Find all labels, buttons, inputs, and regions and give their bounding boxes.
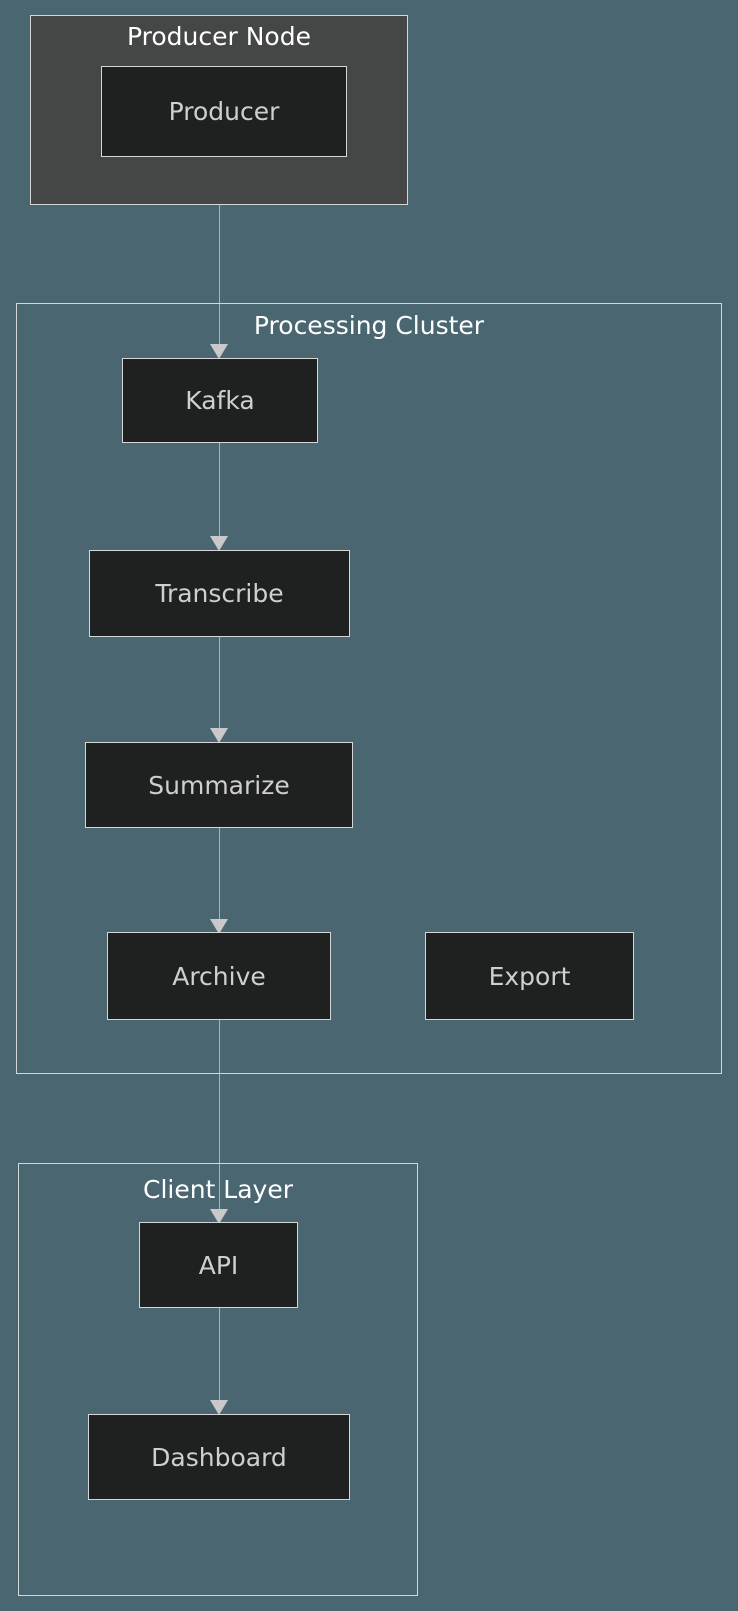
- edge-api-to-dashboard-line: [218, 1308, 221, 1401]
- node-dashboard[interactable]: Dashboard: [88, 1414, 350, 1500]
- edge-producer-to-kafka-line: [218, 157, 221, 345]
- edge-kafka-to-transcribe-line: [218, 443, 221, 537]
- node-kafka-label: Kafka: [185, 386, 255, 415]
- edge-summarize-to-archive-arrow: [210, 919, 228, 934]
- edge-archive-to-api-arrow: [210, 1209, 228, 1224]
- subgraph-processing-cluster-title: Processing Cluster: [253, 311, 485, 340]
- edge-summarize-to-archive-line: [218, 828, 221, 920]
- edge-transcribe-to-summarize-arrow: [210, 728, 228, 743]
- edge-kafka-to-transcribe-arrow: [210, 536, 228, 551]
- node-dashboard-label: Dashboard: [151, 1442, 287, 1472]
- node-summarize-label: Summarize: [148, 770, 290, 800]
- edge-archive-to-api-line: [218, 1020, 221, 1210]
- node-summarize[interactable]: Summarize: [85, 742, 353, 828]
- node-transcribe[interactable]: Transcribe: [89, 550, 350, 637]
- node-api-label: API: [198, 1250, 239, 1280]
- node-producer[interactable]: Producer: [101, 66, 347, 157]
- node-export-label: Export: [488, 961, 571, 991]
- node-archive[interactable]: Archive: [107, 932, 331, 1020]
- node-api[interactable]: API: [139, 1222, 298, 1308]
- subgraph-processing-cluster[interactable]: [16, 303, 722, 1074]
- subgraph-client-layer[interactable]: [18, 1163, 418, 1596]
- edge-api-to-dashboard-arrow: [210, 1400, 228, 1415]
- node-kafka[interactable]: Kafka: [122, 358, 318, 443]
- subgraph-client-layer-title: Client Layer: [142, 1175, 294, 1204]
- node-archive-label: Archive: [172, 961, 266, 991]
- node-export[interactable]: Export: [425, 932, 634, 1020]
- edge-producer-to-kafka-arrow: [210, 344, 228, 359]
- edge-transcribe-to-summarize-line: [218, 637, 221, 729]
- subgraph-producer-node-title: Producer Node: [127, 22, 311, 51]
- node-transcribe-label: Transcribe: [155, 579, 284, 608]
- node-producer-label: Producer: [168, 97, 280, 126]
